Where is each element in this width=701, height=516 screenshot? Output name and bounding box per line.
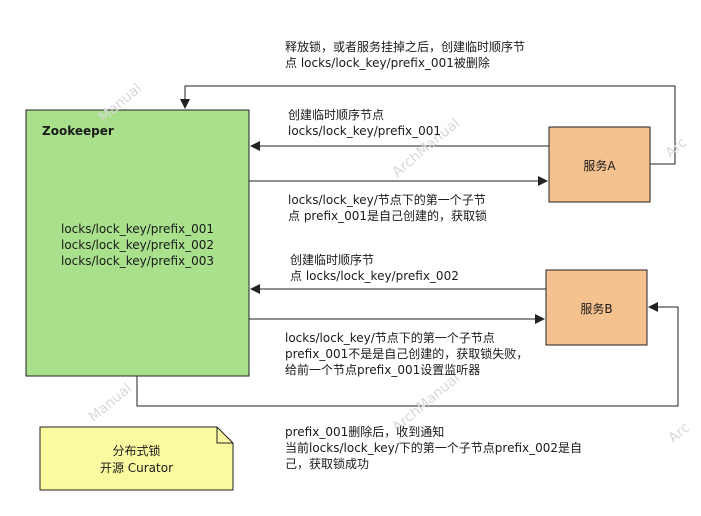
note-fold [216,427,233,444]
edge-release [180,85,676,165]
note-shape [39,426,234,491]
zookeeper-node: locks/lock_key/prefix_001 [60,222,215,236]
edge-label-line: 点 locks/lock_key/prefix_001被删除 [285,56,490,70]
edge-label-line: 点 prefix_001是自己创建的，获取锁 [288,209,488,223]
edge-label-line: 给前一个节点prefix_001设置监听器 [285,363,481,377]
service-b-box [545,269,648,346]
edge-label-a-create: 创建临时顺序节点 locks/lock_key/prefix_001 [288,107,441,139]
note-line: 分布式锁 [112,444,161,458]
edge-label-line: 己，获取锁成功 [285,457,370,471]
zookeeper-node: locks/lock_key/prefix_002 [60,238,215,252]
note-text: 分布式锁 开源 Curator [40,443,233,477]
edge-label-b-fail: locks/lock_key/节点下的第一个子节点 prefix_001不是是自… [285,330,528,378]
edge-label-notify: prefix_001删除后，收到通知 当前locks/lock_key/下的第一… [285,424,582,472]
edge-label-line: locks/lock_key/节点下的第一个子节 [288,193,486,207]
edge-label-b-create: 创建临时顺序节 点 locks/lock_key/prefix_002 [290,252,459,284]
edge-label-line: 当前locks/lock_key/下的第一个子节点prefix_002是自 [285,441,583,455]
edge-label-a-acquire: locks/lock_key/节点下的第一个子节 点 prefix_001是自己… [288,192,487,224]
zookeeper-node-list: locks/lock_key/prefix_001 locks/lock_key… [26,221,249,269]
edge-label-release: 释放锁，或者服务挂掉之后，创建临时顺序节 点 locks/lock_key/pr… [285,39,525,71]
zookeeper-box [25,109,250,377]
edge-label-line: 释放锁，或者服务挂掉之后，创建临时顺序节 [285,40,526,54]
edge-label-line: 创建临时顺序节点 [288,108,385,122]
service-a-box [548,126,651,203]
edge-label-line: prefix_001不是是自己创建的，获取锁失败， [285,347,529,361]
note-line: 开源 Curator [99,461,174,475]
service-b-label: 服务B [580,302,613,316]
edge-label-line: prefix_001删除后，收到通知 [285,425,445,439]
edge-label-line: 创建临时顺序节 [290,253,375,267]
edge-label-line: locks/lock_key/节点下的第一个子节点 [285,331,495,345]
zookeeper-node: locks/lock_key/prefix_003 [60,254,215,268]
edge-label-line: locks/lock_key/prefix_001 [288,124,442,138]
edge-notify [136,302,679,407]
service-a-label: 服务A [583,159,616,173]
zookeeper-title: Zookeeper [42,124,114,138]
edge-label-line: 点 locks/lock_key/prefix_002 [290,269,459,283]
